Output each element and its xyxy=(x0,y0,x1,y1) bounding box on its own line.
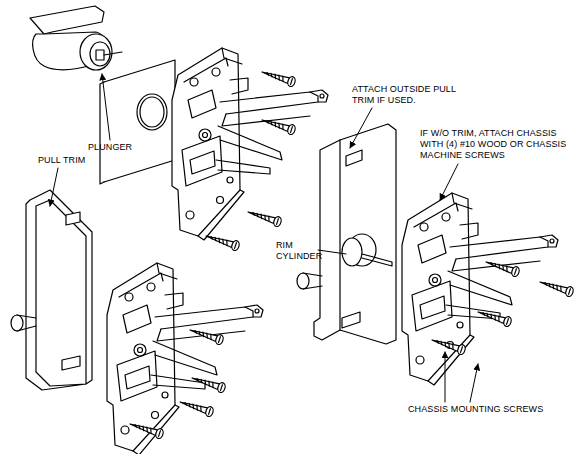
line-art xyxy=(140,97,164,127)
line-art xyxy=(62,356,80,370)
line-art xyxy=(11,315,23,331)
line-art xyxy=(402,193,558,385)
line-art xyxy=(440,164,458,200)
line-art xyxy=(204,231,240,251)
line-art xyxy=(104,52,122,55)
part-label: CHASSIS MOUNTING SCREWS xyxy=(408,404,578,415)
line-art xyxy=(538,277,574,297)
line-art xyxy=(17,315,36,331)
line-art xyxy=(303,273,322,289)
line-art xyxy=(260,115,296,135)
line-art xyxy=(362,254,392,266)
line-art xyxy=(297,273,309,289)
line-art xyxy=(96,50,104,60)
line-art xyxy=(190,373,226,393)
line-art xyxy=(30,6,104,34)
line-art xyxy=(80,34,112,70)
line-art xyxy=(137,94,167,130)
line-art xyxy=(178,397,214,417)
line-art xyxy=(430,335,466,355)
lever-trim xyxy=(30,6,122,70)
line-art xyxy=(484,257,520,277)
line-art xyxy=(342,238,362,266)
line-art xyxy=(318,250,346,254)
line-art xyxy=(26,190,92,390)
part-label: PULL TRIM xyxy=(38,155,108,166)
line-art xyxy=(188,325,224,345)
pull-trim-outside xyxy=(297,124,396,344)
line-art xyxy=(66,212,80,225)
line-art xyxy=(100,82,104,184)
line-art xyxy=(445,352,446,402)
line-art xyxy=(350,108,372,148)
line-art xyxy=(314,140,340,340)
line-art xyxy=(102,74,110,140)
line-art xyxy=(104,60,175,182)
line-art xyxy=(476,307,512,327)
line-art xyxy=(470,364,478,402)
line-art xyxy=(107,263,263,454)
pull-trim-left xyxy=(11,190,92,390)
part-label: PLUNGER xyxy=(88,142,148,153)
door xyxy=(100,60,175,184)
note-label: ATTACH OUTSIDE PULL TRIM IF USED. xyxy=(352,84,464,106)
line-art xyxy=(172,48,328,240)
line-art xyxy=(246,207,282,227)
line-art xyxy=(260,67,296,87)
note-label: IF W/O TRIM, ATTACH CHASSIS WITH (4) #10… xyxy=(420,128,570,161)
line-art xyxy=(50,168,58,206)
part-label: RIM CYLINDER xyxy=(276,240,320,262)
line-art xyxy=(340,124,396,344)
line-art xyxy=(128,419,164,439)
leader-lines xyxy=(50,74,478,402)
